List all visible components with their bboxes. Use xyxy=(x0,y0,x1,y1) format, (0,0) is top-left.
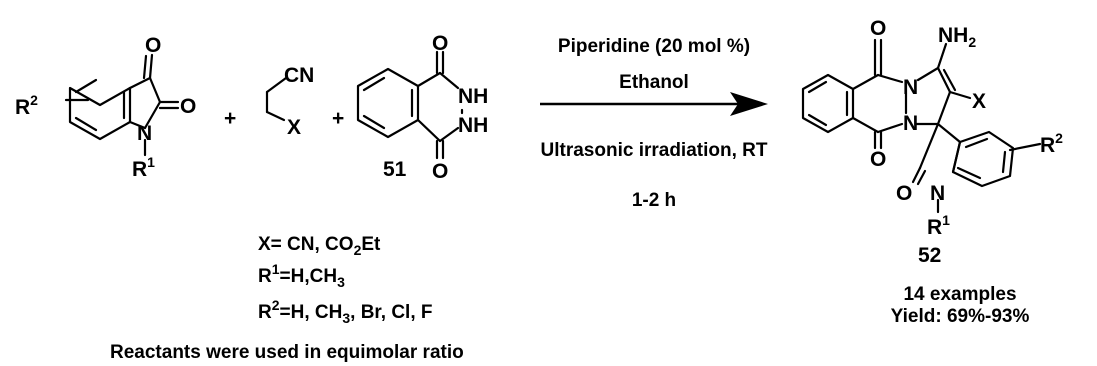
condition-energy: Ultrasonic irradiation, RT xyxy=(541,140,768,161)
reaction-arrow xyxy=(540,92,768,116)
compound-label-52: 52 xyxy=(918,244,941,267)
phthalhydrazide-nh-bottom: NH xyxy=(458,114,488,137)
compound-label-51: 51 xyxy=(383,158,407,181)
active-methylene-structure xyxy=(265,76,288,122)
isatin-structure xyxy=(64,53,180,157)
product-x-group: X xyxy=(972,90,986,113)
condition-time: 1-2 h xyxy=(632,190,676,211)
isatin-oxygen-top: O xyxy=(145,34,161,57)
phthalhydrazide-structure xyxy=(356,50,464,160)
product-nh2-group: NH2 xyxy=(938,24,976,50)
product-oxygen-top: O xyxy=(870,17,886,40)
product-r2: R2 xyxy=(1040,130,1063,157)
product-yield: Yield: 69%-93% xyxy=(891,306,1030,327)
product-nitrogen-b: N xyxy=(903,112,918,135)
product-r1: R1 xyxy=(927,212,950,239)
product-nitrogen-oxindole: N xyxy=(930,182,945,205)
isatin-oxygen-right: O xyxy=(180,95,196,118)
isatin-r1: R1 xyxy=(132,154,155,181)
product-oxygen-oxindole: O xyxy=(896,182,912,205)
substituent-x-definition: X= CN, CO2Et xyxy=(258,234,381,258)
plus-sign-2: + xyxy=(332,107,344,130)
x-group: X xyxy=(287,116,301,139)
product-structure xyxy=(801,38,1042,214)
plus-sign-1: + xyxy=(224,107,236,130)
cn-group: CN xyxy=(284,64,314,87)
product-examples: 14 examples xyxy=(903,284,1016,305)
product-oxygen-bottom: O xyxy=(870,148,886,171)
phthalhydrazide-oxygen-top: O xyxy=(432,32,448,55)
condition-catalyst: Piperidine (20 mol %) xyxy=(558,36,750,57)
equimolar-note: Reactants were used in equimolar ratio xyxy=(110,342,464,363)
phthalhydrazide-oxygen-bottom: O xyxy=(432,160,448,183)
phthalhydrazide-nh-top: NH xyxy=(458,85,488,108)
substituent-r2-definition: R2=H, CH3, Br, Cl, F xyxy=(258,297,433,326)
isatin-r2: R2 xyxy=(15,92,38,119)
substituent-r1-definition: R1=H,CH3 xyxy=(258,261,345,290)
condition-solvent: Ethanol xyxy=(619,72,689,93)
isatin-nitrogen: N xyxy=(137,122,152,145)
product-nitrogen-a: N xyxy=(903,76,918,99)
